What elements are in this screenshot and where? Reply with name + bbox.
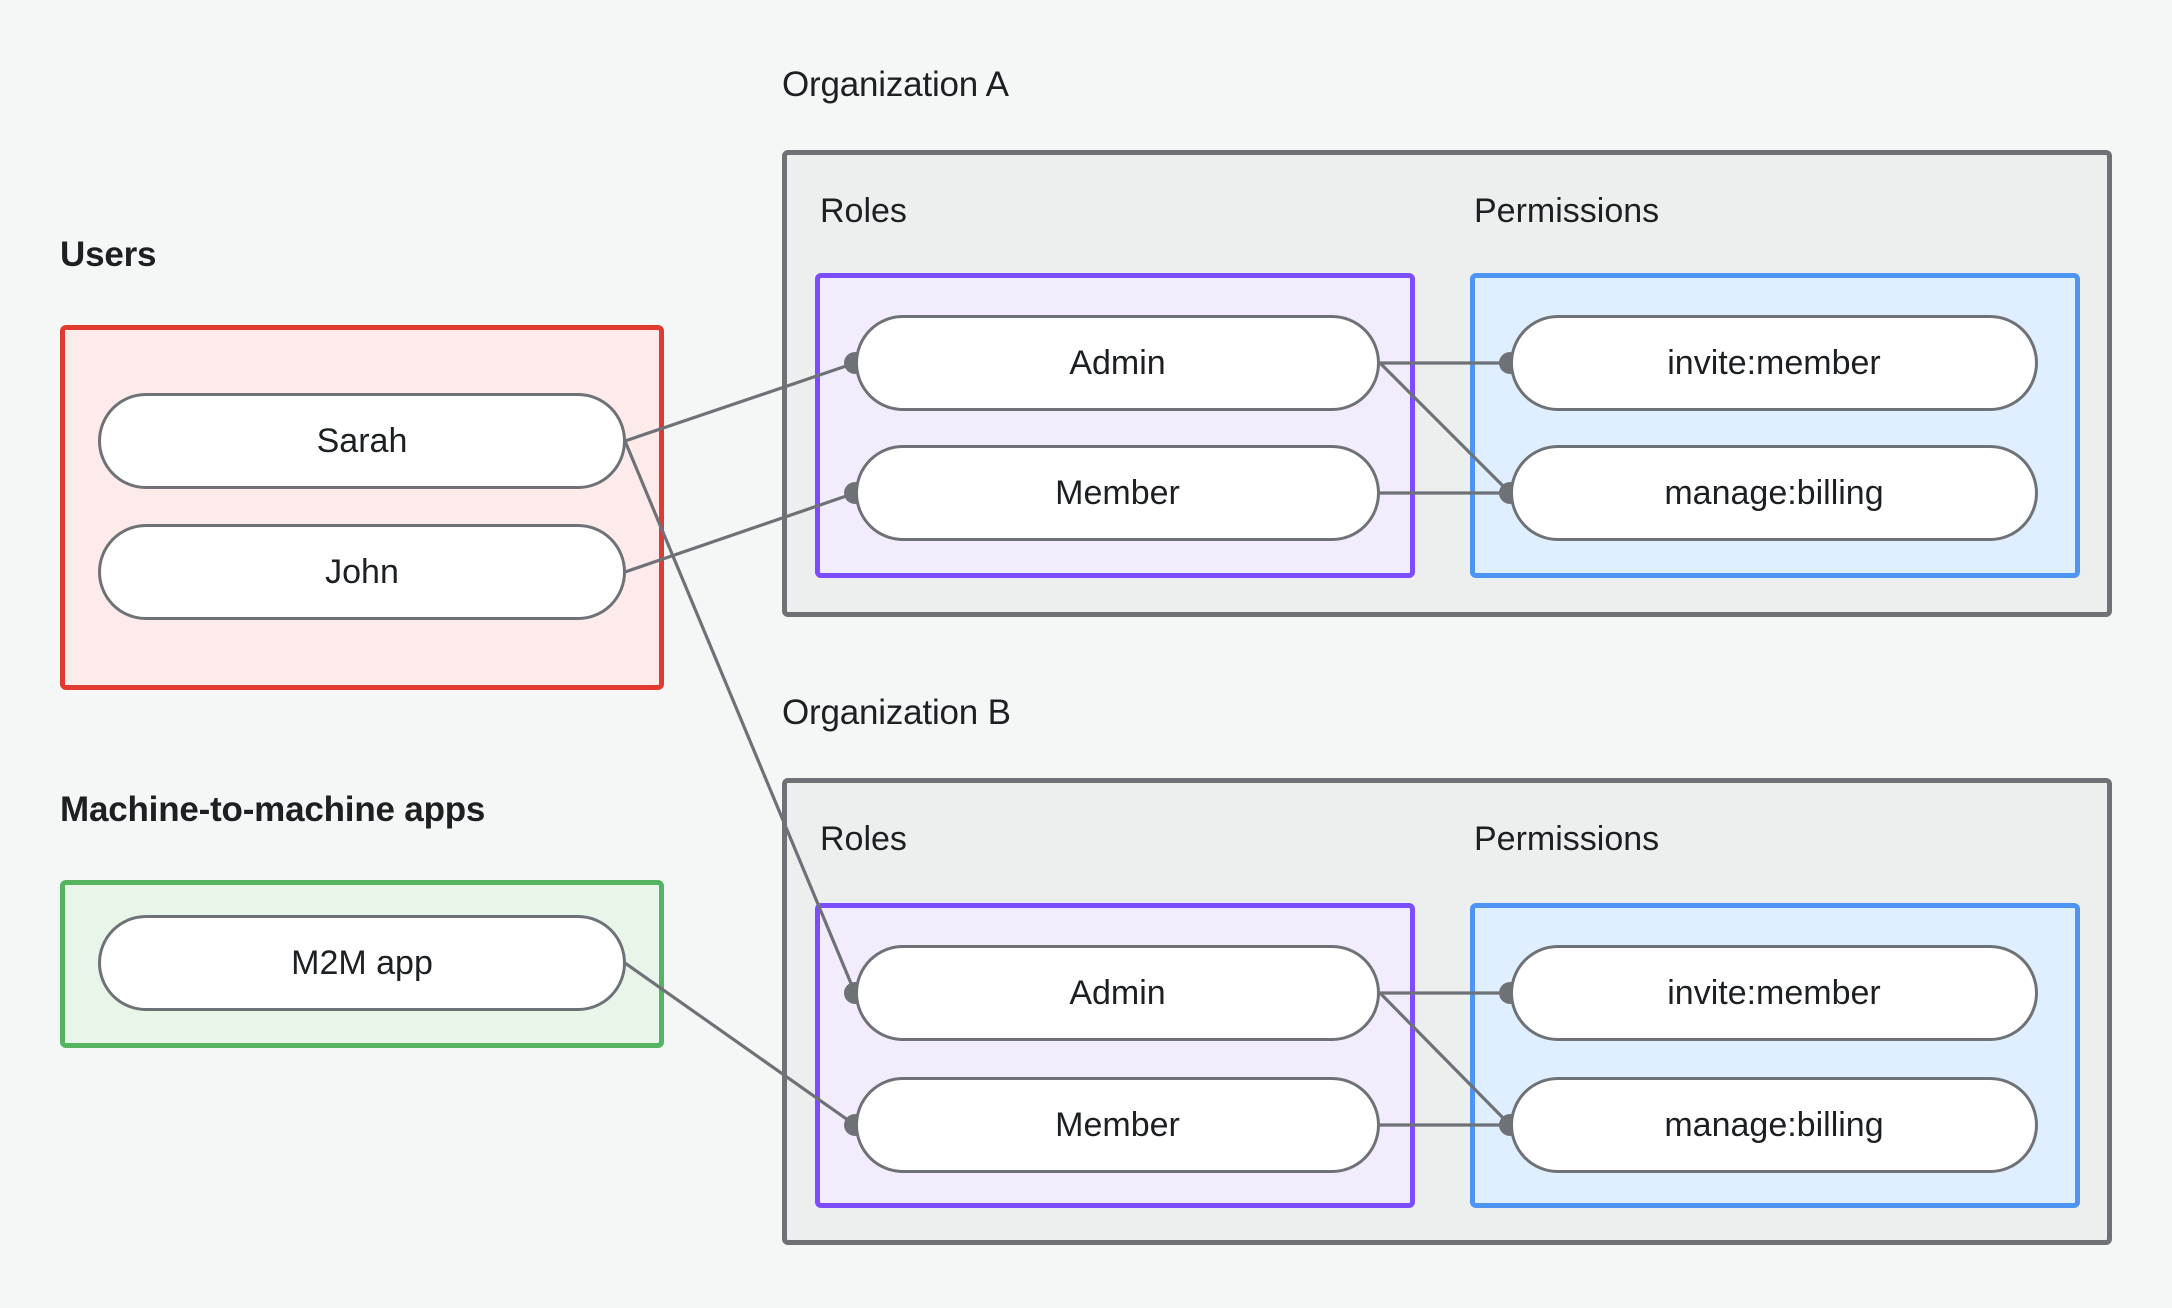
role-pill-org-b-member[interactable]: Member [855,1077,1380,1173]
organization-b-roles-label: Roles [820,820,907,858]
permission-pill-org-b-manage-billing[interactable]: manage:billing [1510,1077,2038,1173]
users-group-label: Users [60,235,157,274]
role-pill-org-a-admin[interactable]: Admin [855,315,1380,411]
organization-a-permissions-label: Permissions [1474,192,1660,230]
organization-b-label: Organization B [782,693,1011,732]
organization-a-label: Organization A [782,65,1009,104]
m2m-group-label: Machine-to-machine apps [60,790,486,829]
user-pill-john[interactable]: John [98,524,626,620]
user-pill-sarah[interactable]: Sarah [98,393,626,489]
m2m-pill-app[interactable]: M2M app [98,915,626,1011]
organization-b-permissions-label: Permissions [1474,820,1660,858]
permission-pill-org-b-invite-member[interactable]: invite:member [1510,945,2038,1041]
role-pill-org-b-admin[interactable]: Admin [855,945,1380,1041]
users-group-box [60,325,664,690]
role-pill-org-a-member[interactable]: Member [855,445,1380,541]
organization-a-roles-label: Roles [820,192,907,230]
permission-pill-org-a-manage-billing[interactable]: manage:billing [1510,445,2038,541]
permission-pill-org-a-invite-member[interactable]: invite:member [1510,315,2038,411]
